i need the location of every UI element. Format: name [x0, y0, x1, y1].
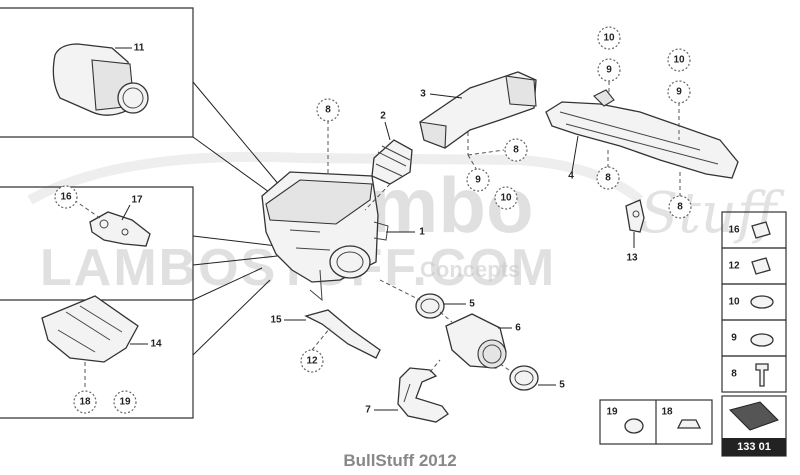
bolt-16-icon [751, 221, 771, 239]
svg-text:9: 9 [475, 175, 481, 186]
callout-6: 6 [515, 323, 521, 334]
callout-8-b: 8 [504, 138, 528, 162]
callout-7: 7 [365, 405, 371, 416]
callout-3: 3 [420, 89, 426, 100]
inset-leader-6 [192, 267, 263, 301]
callout-10-c: 10 [667, 48, 691, 72]
nut-19-icon [624, 418, 644, 434]
legend-label-8: 8 [731, 369, 737, 380]
inset-frame-11 [0, 7, 194, 138]
svg-text:9: 9 [606, 65, 612, 76]
svg-text:10: 10 [500, 193, 512, 204]
callout-5-upper: 5 [469, 299, 475, 310]
diagram-ref-number: 133 01 [737, 441, 771, 453]
svg-text:18: 18 [79, 397, 91, 408]
part-6-maf-housing [439, 311, 512, 369]
svg-text:19: 19 [119, 397, 131, 408]
callout-18-left: 18 [73, 390, 97, 414]
diagram-ref-bar [722, 438, 786, 456]
legend-label-18: 18 [661, 407, 673, 418]
part-17-bracket [73, 199, 151, 247]
callout-4: 4 [568, 171, 574, 182]
inset-leader-2 [192, 136, 281, 201]
footer-caption: BullStuff 2012 [343, 451, 456, 470]
part-2-bellows [364, 121, 413, 211]
part-13-bracket [625, 199, 645, 248]
part-14-shield [41, 295, 148, 390]
callout-16: 16 [54, 185, 78, 209]
callout-10-a: 10 [494, 186, 518, 210]
svg-text:8: 8 [605, 173, 611, 184]
watermark: Lambo Stuff LAMBOSTUFF.COM Concepts [27, 151, 785, 297]
callout-5-lower: 5 [559, 380, 565, 391]
inset-leader-1 [192, 81, 286, 193]
callout-12: 12 [300, 349, 324, 373]
svg-text:8: 8 [325, 105, 331, 116]
legend-label-19: 19 [606, 407, 618, 418]
part-3-intake-duct [419, 71, 537, 173]
svg-text:9: 9 [676, 87, 682, 98]
callout-2: 2 [380, 111, 386, 122]
diagram-ref-arrow-icon [729, 401, 779, 431]
legend-cell-8 [721, 355, 787, 393]
part-4-long-duct [545, 60, 739, 198]
legend-label-16: 16 [728, 225, 740, 236]
inset-leader-5 [192, 279, 271, 356]
callout-9-a: 9 [466, 168, 490, 192]
callout-11: 11 [134, 43, 145, 54]
svg-text:12: 12 [306, 356, 318, 367]
callout-15: 15 [270, 315, 282, 326]
clip-18-icon [676, 419, 702, 429]
callout-13: 13 [626, 253, 638, 264]
callout-19-left: 19 [113, 390, 137, 414]
callout-8-a: 8 [316, 98, 340, 122]
svg-text:8: 8 [677, 202, 683, 213]
part-7-pipe [374, 359, 449, 423]
callout-1: 1 [419, 227, 425, 238]
legend-label-9: 9 [731, 333, 737, 344]
part-5-clamp-upper [379, 279, 466, 319]
bolt-12-icon [751, 257, 771, 275]
svg-text:10: 10 [673, 55, 685, 66]
legend-label-12: 12 [728, 261, 740, 272]
svg-text:8: 8 [513, 145, 519, 156]
washer-9-icon [750, 333, 774, 347]
part-11-filter [52, 43, 149, 116]
part-15-bracket [284, 309, 381, 359]
callout-17: 17 [131, 195, 143, 206]
part-1-airbox [261, 120, 415, 302]
screw-8-icon [755, 363, 769, 387]
callout-14: 14 [150, 339, 162, 350]
legend-label-10: 10 [728, 297, 740, 308]
callout-8-c: 8 [596, 166, 620, 190]
svg-text:10: 10 [603, 33, 615, 44]
grommet-10-icon [750, 295, 774, 309]
hardware-legend: 16 12 10 9 8 19 18 133 01 [599, 211, 787, 457]
callout-9-c: 9 [667, 80, 691, 104]
callout-9-b: 9 [597, 58, 621, 82]
watermark-tagline: Concepts [420, 257, 520, 282]
callout-8-d: 8 [668, 195, 692, 219]
part-5-clamp-lower [493, 359, 556, 391]
callout-10-b: 10 [597, 26, 621, 50]
svg-text:16: 16 [60, 192, 72, 203]
